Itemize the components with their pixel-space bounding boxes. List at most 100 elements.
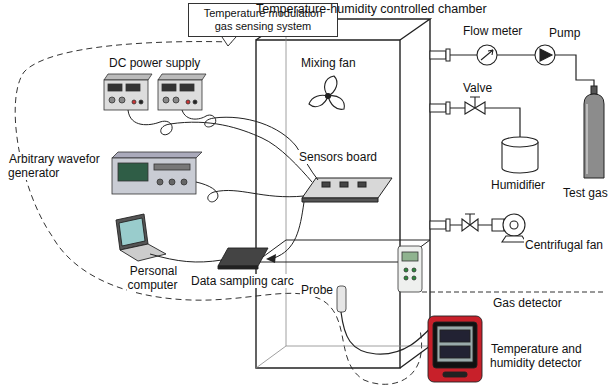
test-gas-cylinder [584, 86, 604, 178]
sensors-board [340, 182, 348, 187]
data-sampling-card [218, 266, 258, 269]
valve [465, 214, 475, 225]
mixing-fan [326, 94, 331, 99]
gas-detector [404, 268, 408, 272]
valve [470, 97, 480, 108]
dc-power-supply [132, 100, 136, 104]
gas-detector-leader [422, 292, 604, 293]
personal-computer [120, 244, 166, 261]
waveform-generator [112, 158, 196, 194]
waveform-generator [112, 152, 202, 158]
dc-power-supply [163, 97, 169, 103]
part-label: Pump [548, 26, 581, 40]
waveform-generator [157, 179, 163, 185]
centrifugal-fan [503, 214, 525, 236]
chamber-heading: Temperature-humidity controlled chamber [256, 2, 506, 17]
label-box: Probe [300, 283, 340, 297]
dc-power-supply [173, 97, 179, 103]
system-boundary [15, 42, 421, 385]
sensors-board [358, 182, 366, 187]
chamber-port [430, 51, 446, 59]
callout-tail [222, 37, 236, 46]
temperature-humidity-detector [433, 322, 477, 368]
callout-tail [222, 37, 236, 46]
waveform-generator [181, 179, 187, 185]
signal-wire [128, 110, 318, 262]
label-box: Valve [462, 81, 512, 95]
chamber-port [446, 49, 450, 61]
part-label: Probe [300, 283, 334, 297]
temperature-humidity-detector [443, 372, 467, 377]
probe [337, 286, 346, 312]
label-box: Test gas [562, 186, 610, 200]
waveform-generator [112, 152, 202, 194]
label-box: Pump [548, 26, 588, 40]
part-label: Personal computer [127, 264, 178, 292]
signal-wire [274, 202, 304, 258]
humidifier [502, 137, 538, 147]
part-label: Sensors board [298, 150, 378, 164]
humidifier [502, 137, 538, 173]
temperature-humidity-detector [437, 326, 473, 362]
system-boundary [15, 42, 421, 385]
gas-detector [404, 276, 408, 280]
chamber-outline [256, 19, 286, 368]
label-box: Humidifier [490, 178, 560, 192]
signal-wire [196, 182, 304, 202]
label-box: Centrifugal fan [524, 238, 610, 252]
part-label: Arbitrary wavefor generator [8, 152, 100, 180]
gas-detector-leader [422, 292, 604, 293]
temperature-humidity-detector [428, 316, 482, 382]
probe [341, 312, 440, 354]
signal-wire [182, 110, 318, 180]
dc-power-supply [180, 84, 194, 91]
part-label: Temperature and humidity detector [490, 342, 582, 370]
pump [535, 45, 555, 65]
dc-power-supply [139, 100, 143, 104]
sensors-board [302, 178, 392, 202]
temperature-humidity-detector [440, 346, 470, 358]
signal-arrow [266, 254, 276, 263]
temperature-humidity-detector [428, 316, 482, 382]
part-label: Mixing fan [300, 56, 357, 70]
dc-power-supply [186, 100, 190, 104]
personal-computer [119, 218, 145, 246]
part-label: DC power supply [108, 56, 201, 70]
label-box: Gas detector [492, 296, 582, 310]
label-box: Mixing fan [300, 56, 380, 70]
dc-power-supply [193, 100, 197, 104]
label-box: Data sampling carc [190, 274, 300, 288]
part-label: Test gas [562, 186, 609, 200]
data-sampling-card [218, 248, 268, 266]
chamber-port [430, 221, 446, 229]
dc-power-supply [162, 84, 176, 91]
label-box: Personal computer [118, 264, 188, 292]
sensors-board [322, 182, 330, 187]
dc-power-supply [158, 80, 202, 110]
flow-meter [481, 50, 493, 60]
dc-power-supply [109, 97, 115, 103]
chamber-port [430, 104, 446, 112]
dc-power-supply [104, 80, 148, 110]
centrifugal-fan [492, 219, 504, 231]
pump [535, 45, 555, 65]
chamber-port [430, 49, 450, 231]
dc-power-supply [158, 74, 206, 80]
test-gas-cylinder [584, 94, 604, 178]
chamber-outline [400, 19, 430, 368]
pump [540, 49, 552, 61]
chamber-outline [256, 19, 430, 368]
part-label: Gas detector [492, 296, 563, 310]
centrifugal-fan [502, 236, 526, 242]
label-box: DC power supply [108, 56, 218, 70]
label-box: Temperature and humidity detector [490, 342, 608, 370]
sensors-board [302, 198, 378, 202]
part-label: Centrifugal fan [524, 238, 604, 252]
flow-meter [477, 45, 497, 65]
dc-power-supply [126, 84, 140, 91]
waveform-generator [118, 163, 148, 181]
centrifugal-fan [510, 221, 518, 229]
signal-wire [128, 110, 312, 182]
gas-detector [402, 252, 418, 261]
gas-detector [412, 276, 416, 280]
